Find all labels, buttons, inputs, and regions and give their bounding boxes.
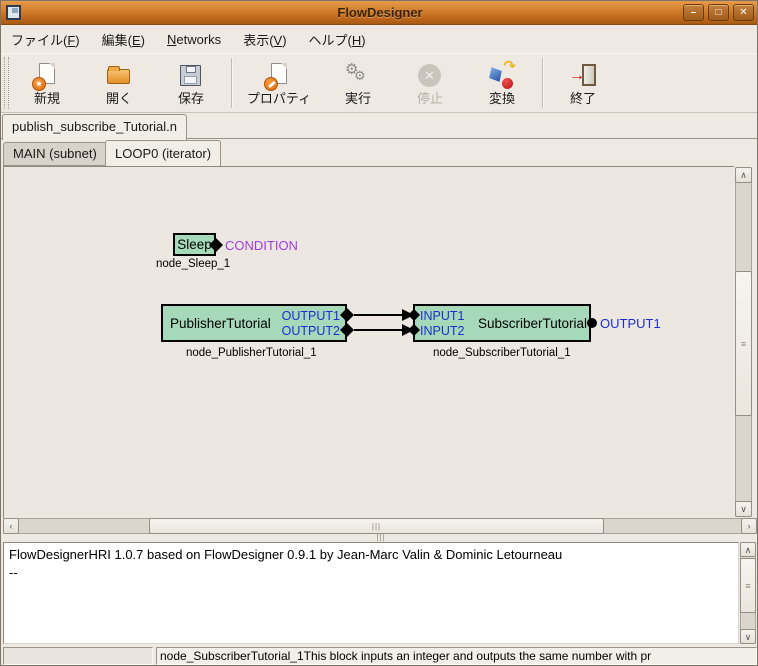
scroll-left-button[interactable]: ‹ [3, 518, 19, 534]
node-name: SubscriberTutorial [477, 315, 587, 331]
save-button[interactable]: 保存 [155, 54, 227, 112]
convert-button[interactable]: ↷ 変換 [487, 57, 517, 106]
output-ports: OUTPUT1 OUTPUT2 [282, 309, 345, 338]
node-subscribertutorial[interactable]: INPUT1 INPUT2 SubscriberTutorial [413, 304, 591, 342]
tab-loop0-iterator[interactable]: LOOP0 (iterator) [105, 140, 222, 166]
new-document-icon: ✷ [32, 62, 62, 91]
statusbar: node_SubscriberTutorial_1This block inpu… [1, 644, 757, 665]
exit-door-icon: → [568, 63, 598, 89]
titlebar[interactable]: FlowDesigner – □ ✕ [1, 1, 757, 25]
new-button[interactable]: ✷ 新規 [11, 54, 83, 112]
maximize-button[interactable]: □ [708, 4, 729, 21]
menu-view[interactable]: 表示(V) [243, 33, 287, 48]
document-tabbar: publish_subscribe_Tutorial.n [1, 113, 757, 140]
exit-button[interactable]: → 終了 [547, 54, 619, 112]
menu-edit[interactable]: 編集(E) [101, 33, 145, 48]
console-line: FlowDesignerHRI 1.0.7 based on FlowDesig… [9, 547, 563, 562]
tab-main-subnet[interactable]: MAIN (subnet) [3, 142, 107, 166]
subnet-tabbar: MAIN (subnet) LOOP0 (iterator) [1, 139, 757, 166]
menu-help[interactable]: ヘルプ(H) [308, 33, 366, 48]
port-input1[interactable]: INPUT1 [420, 308, 465, 323]
port-output2[interactable]: OUTPUT2 [281, 323, 340, 338]
node-name: PublisherTutorial [170, 315, 271, 331]
pane-splitter[interactable]: ||| [1, 533, 757, 542]
input-ports: INPUT1 INPUT2 [415, 309, 464, 338]
window-controls: – □ ✕ [683, 4, 754, 21]
properties-button[interactable]: プロパティ [236, 54, 322, 112]
window-icon[interactable] [6, 5, 21, 20]
node-instance-label: node_SubscriberTutorial_1 [433, 347, 571, 359]
node-sleep[interactable]: Sleep [173, 233, 216, 256]
console-line: -- [9, 565, 18, 580]
message-console[interactable]: FlowDesignerHRI 1.0.7 based on FlowDesig… [3, 542, 739, 644]
statusbar-left-field [3, 646, 153, 665]
console-vscrollbar-thumb[interactable]: ≡ [740, 558, 756, 613]
stop-button: ✕ 停止 [394, 54, 466, 112]
minimize-button[interactable]: – [683, 4, 704, 21]
subscriber-output1-label: OUTPUT1 [600, 316, 661, 331]
canvas-vscrollbar-thumb[interactable]: ≡ [735, 271, 752, 416]
convert-icon: ↷ [487, 58, 517, 89]
scroll-up-button[interactable]: ∧ [740, 542, 756, 557]
statusbar-node-description: node_SubscriberTutorial_1This block inpu… [156, 646, 757, 665]
open-folder-icon [104, 63, 134, 89]
menu-file[interactable]: ファイル(F) [11, 33, 80, 48]
window-title: FlowDesigner [337, 5, 423, 20]
node-instance-label: node_PublisherTutorial_1 [186, 347, 317, 359]
node-instance-label: node_Sleep_1 [156, 258, 231, 270]
condition-output-label: CONDITION [225, 238, 298, 253]
network-canvas[interactable]: Sleep CONDITION node_Sleep_1 PublisherTu… [3, 166, 734, 518]
port-output1[interactable]: OUTPUT1 [281, 308, 340, 323]
run-gears-icon: ⚙ ⚙ [345, 60, 366, 83]
port-input2[interactable]: INPUT2 [420, 323, 465, 338]
toolbar-separator [542, 58, 543, 108]
canvas-hscrollbar-thumb[interactable]: ||| [149, 518, 604, 534]
scroll-right-button[interactable]: › [741, 518, 757, 534]
toolbar: ✷ 新規 開く 保存 プロパティ [1, 53, 757, 113]
node-name: Sleep [177, 237, 212, 252]
toolbar-separator [231, 58, 232, 108]
properties-wrench-icon [264, 62, 294, 91]
toolbar-grip[interactable] [4, 57, 9, 109]
node-publishertutorial[interactable]: PublisherTutorial OUTPUT1 OUTPUT2 [161, 304, 347, 342]
scroll-up-button[interactable]: ∧ [735, 167, 752, 183]
open-button[interactable]: 開く [83, 54, 155, 112]
stop-icon: ✕ [415, 63, 445, 89]
connections-layer [209, 238, 597, 337]
run-button[interactable]: ⚙ ⚙ 実行 [344, 60, 371, 106]
scroll-down-button[interactable]: ∨ [735, 501, 752, 517]
save-floppy-icon [176, 63, 206, 89]
tab-document[interactable]: publish_subscribe_Tutorial.n [2, 114, 188, 140]
close-button[interactable]: ✕ [733, 4, 754, 21]
menubar: ファイル(F) 編集(E) Networks 表示(V) ヘルプ(H) [1, 26, 757, 53]
splitter-grip-icon: ||| [376, 533, 386, 542]
menu-networks[interactable]: Networks [167, 32, 222, 47]
scroll-down-button[interactable]: ∨ [740, 629, 756, 644]
